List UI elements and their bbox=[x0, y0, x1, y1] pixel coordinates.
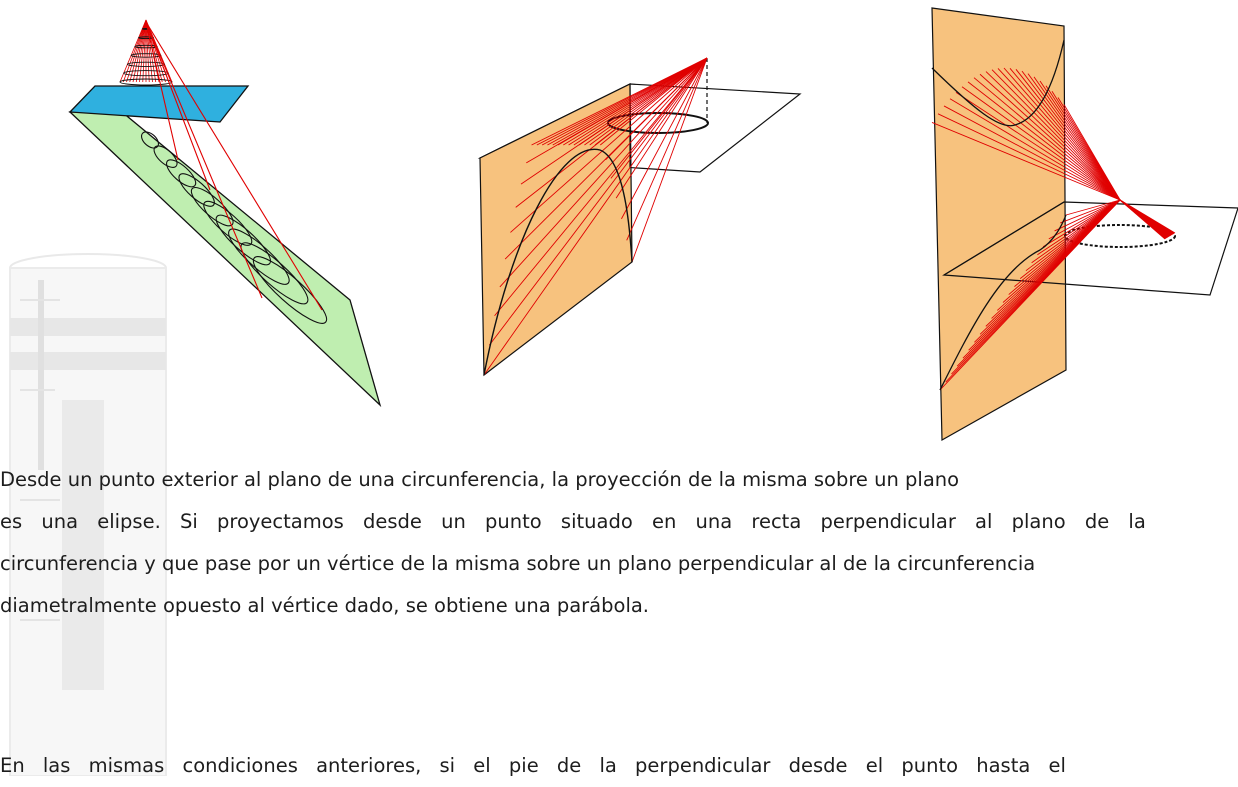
background-watermark-figure bbox=[0, 240, 170, 777]
parabola-projection-figure bbox=[477, 57, 802, 377]
projection-figures bbox=[68, 7, 1238, 442]
paragraph-conic-projection: Desde un punto exterior al plano de una … bbox=[0, 459, 1238, 627]
text-line: diametralmente opuesto al vértice dado, … bbox=[0, 594, 650, 617]
ellipse-plane bbox=[68, 111, 382, 408]
parabola-curve bbox=[483, 148, 633, 376]
parabola-rays bbox=[483, 57, 708, 376]
hyperbola-upper-branch bbox=[931, 39, 1065, 127]
circle-plane bbox=[68, 85, 250, 123]
paragraph-hyperbola-intro: En las mismas condiciones anteriores, si… bbox=[0, 745, 1238, 787]
projected-ellipses bbox=[141, 131, 328, 324]
hyperbola-lower-branch bbox=[939, 214, 1067, 391]
projection-cone bbox=[119, 19, 173, 86]
text-line: es una elipse. Si proyectamos desde un p… bbox=[0, 510, 1146, 533]
hyperbola-projection-figure bbox=[931, 7, 1238, 442]
projection-rays bbox=[145, 21, 323, 311]
text-line: En las mismas condiciones anteriores, si… bbox=[0, 754, 1066, 777]
text-line: Desde un punto exterior al plano de una … bbox=[0, 468, 960, 491]
text-line: circunferencia y que pase por un vértice… bbox=[0, 552, 1036, 575]
hyperbola-rays bbox=[931, 67, 1176, 391]
ellipse-projection-figure bbox=[68, 19, 382, 408]
